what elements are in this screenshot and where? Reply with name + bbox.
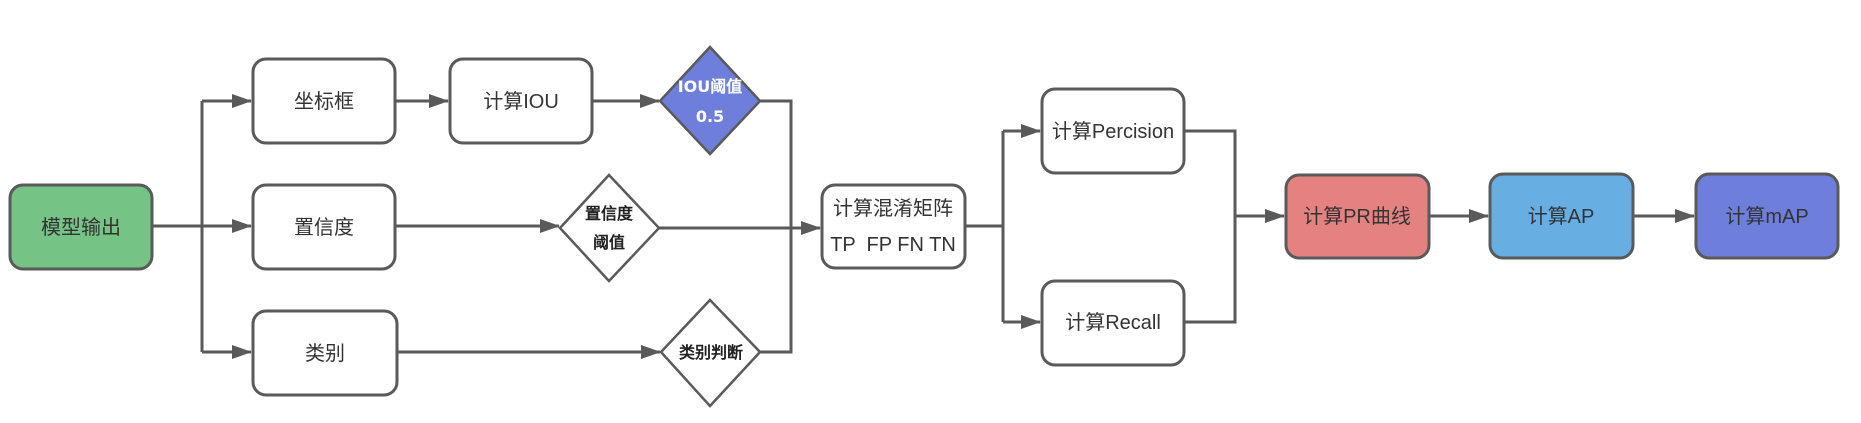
node-confidence[interactable]: 置信度	[251, 183, 397, 271]
node-bbox[interactable]: 坐标框	[251, 57, 397, 145]
iou-threshold-label-line1: IOU阈值	[678, 77, 743, 96]
compute-iou-box	[448, 57, 594, 145]
iou-threshold-label-line2: 0.5	[696, 107, 724, 126]
precision-label: 计算Percision	[1052, 120, 1174, 143]
precision-box	[1040, 87, 1186, 175]
confidence-label: 置信度	[294, 216, 354, 239]
map-box	[1694, 172, 1840, 260]
edge-precision-recall-merge	[1184, 129, 1237, 324]
confidence-threshold-label-line1: 置信度	[585, 204, 634, 223]
node-map[interactable]: 计算mAP	[1694, 172, 1840, 260]
compute-iou-label: 计算IOU	[483, 90, 559, 113]
confidence-box	[251, 183, 397, 271]
confidence-threshold-label-line2: 阈值	[593, 233, 625, 252]
category-box	[251, 309, 399, 397]
model-output-label: 模型输出	[41, 216, 121, 239]
recall-label: 计算Recall	[1065, 311, 1161, 334]
ap-label: 计算AP	[1528, 205, 1595, 228]
ap-box	[1488, 172, 1635, 260]
category-judge-diamond	[659, 298, 762, 408]
recall-box	[1040, 279, 1186, 367]
iou-threshold-diamond	[658, 45, 762, 156]
node-pr-curve[interactable]: 计算PR曲线	[1284, 173, 1431, 260]
model-output-box	[8, 183, 154, 271]
category-judge-label: 类别判断	[679, 343, 743, 362]
bbox-label: 坐标框	[294, 90, 354, 113]
map-label: 计算mAP	[1725, 205, 1808, 228]
node-confidence-threshold[interactable]: 置信度 阈值	[558, 173, 661, 283]
confusion-matrix-box	[820, 183, 967, 270]
node-iou-threshold[interactable]: IOU阈值 0.5	[658, 45, 762, 156]
node-category-judge[interactable]: 类别判断	[659, 298, 762, 408]
confusion-matrix-label-line2: TP FP FN TN	[830, 234, 956, 256]
node-category[interactable]: 类别	[251, 309, 399, 397]
confidence-threshold-diamond	[558, 173, 661, 283]
node-confusion-matrix[interactable]: 计算混淆矩阵 TP FP FN TN	[820, 183, 967, 270]
node-model-output[interactable]: 模型输出	[8, 183, 154, 271]
node-compute-iou[interactable]: 计算IOU	[448, 57, 594, 145]
pr-curve-box	[1284, 173, 1431, 260]
confusion-matrix-label-line1: 计算混淆矩阵	[833, 197, 953, 220]
category-label: 类别	[305, 342, 345, 365]
pr-curve-label: 计算PR曲线	[1303, 205, 1411, 228]
node-precision[interactable]: 计算Percision	[1040, 87, 1186, 175]
node-recall[interactable]: 计算Recall	[1040, 279, 1186, 367]
edges	[152, 94, 1695, 359]
node-ap[interactable]: 计算AP	[1488, 172, 1635, 260]
bbox-box	[251, 57, 397, 145]
